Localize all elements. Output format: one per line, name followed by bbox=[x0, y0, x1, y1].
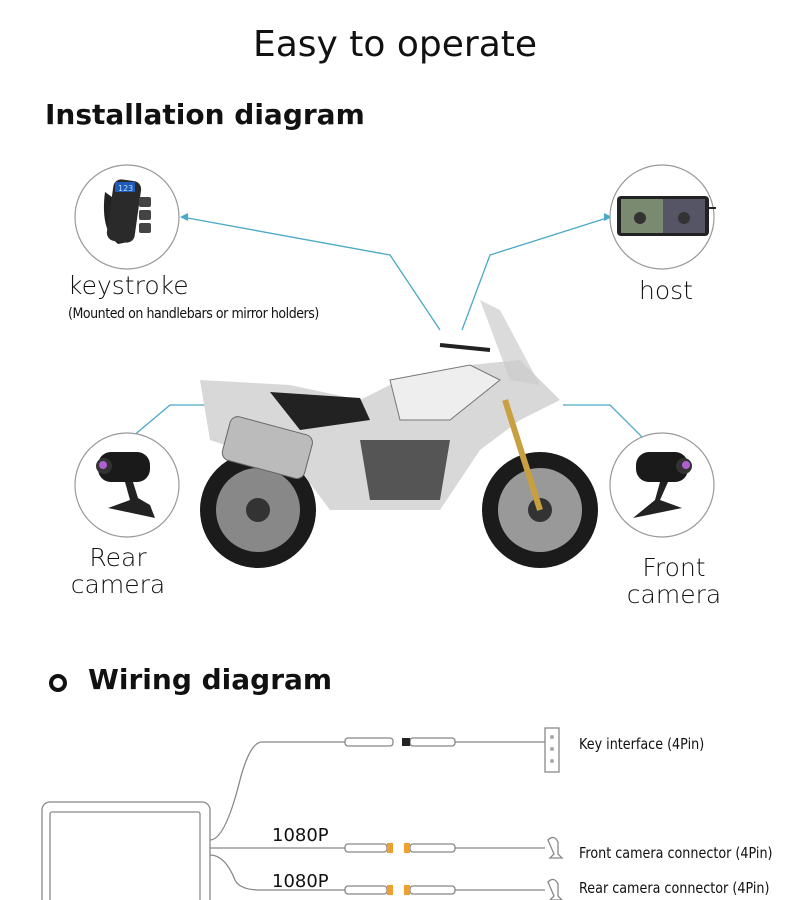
svg-text:123: 123 bbox=[118, 184, 133, 193]
motorcycle-image bbox=[200, 300, 598, 568]
front-connector-label: Front camera connector (4Pin) bbox=[579, 844, 773, 862]
front-camera-label-line1: Front bbox=[642, 553, 706, 582]
front-camera-leader bbox=[563, 404, 646, 441]
front-resolution-label: 1080P bbox=[272, 825, 329, 846]
wiring-drawing bbox=[41, 727, 564, 900]
host-leader bbox=[461, 216, 611, 331]
leader-lines bbox=[131, 216, 646, 441]
bullet-icon bbox=[49, 674, 67, 692]
key-interface-label: Key interface (4Pin) bbox=[579, 735, 705, 753]
rear-camera-icon bbox=[96, 452, 155, 518]
installation-heading: Installation diagram bbox=[45, 98, 365, 131]
keystroke-note: (Mounted on handlebars or mirror holders… bbox=[68, 306, 319, 322]
connector-markers bbox=[387, 843, 410, 895]
keystroke-remote-icon: 123 bbox=[103, 179, 151, 244]
rear-camera-label-line2: camera bbox=[70, 570, 166, 599]
host-label: host bbox=[639, 276, 693, 305]
host-screen-icon bbox=[617, 196, 716, 236]
rear-camera-label-line1: Rear bbox=[89, 543, 147, 572]
wiring-heading: Wiring diagram bbox=[88, 663, 333, 696]
rear-connector-label: Rear camera connector (4Pin) bbox=[579, 879, 770, 897]
front-camera-label-line2: camera bbox=[626, 580, 722, 609]
rear-resolution-label: 1080P bbox=[272, 871, 329, 892]
keystroke-leader bbox=[181, 216, 441, 331]
page-title: Easy to operate bbox=[252, 24, 538, 65]
rear-camera-leader bbox=[131, 404, 205, 438]
front-camera-icon bbox=[633, 452, 692, 518]
keystroke-label: keystroke bbox=[68, 271, 189, 300]
